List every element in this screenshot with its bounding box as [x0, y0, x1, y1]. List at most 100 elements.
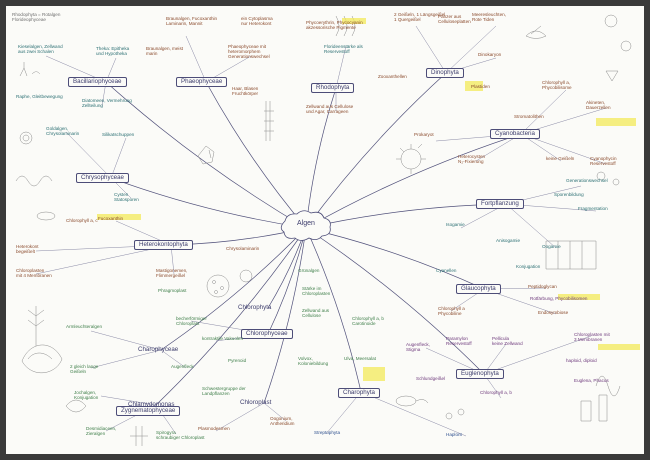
note: Prokaryot [414, 132, 434, 137]
sketch-chara [27, 306, 45, 346]
twig-line [90, 349, 162, 369]
sketch-cell-oval [36, 211, 56, 221]
note: Braunalgen, meist marin [146, 46, 184, 57]
note: Paramylon Reservestoff [446, 336, 472, 347]
node-rhodophyta: Rhodophyta [311, 83, 355, 93]
note: Chlorophyll a, b [480, 390, 512, 395]
note: Chlorophyll a, c [66, 218, 98, 223]
sketch-cell-chain [264, 101, 274, 141]
node-bacillariophyceae: Bacillariophyceae [68, 77, 127, 87]
highlight-mark [465, 81, 483, 91]
note: Phycoerythrin, Phycocyanin akzessorische… [306, 20, 363, 31]
note: Zooxanthellen [378, 74, 407, 79]
note: Anisogamie [496, 238, 521, 243]
note: Schlundgeißel [416, 376, 446, 381]
node-charophyceae: Charophyceae [138, 346, 179, 353]
note: Desmidiaceen, Zieralgen [86, 426, 117, 437]
note: haploid, diploid [566, 358, 597, 363]
node-chlorophyceae: Chlorophyceae [241, 329, 293, 339]
note: Volvox, Koloniebildung [298, 356, 329, 367]
note: Cysten Statosporen [114, 192, 139, 203]
sketch-illustrations [15, 14, 632, 446]
highlight-mark [596, 118, 636, 126]
note: Chlorophyll a Phycobiline [438, 306, 465, 317]
note: Pellicula keine Zellwand [492, 336, 523, 347]
highlight-mark [598, 344, 640, 350]
note: Augenfleck [171, 364, 194, 369]
twig-line [505, 203, 557, 249]
note: Meeresleuchten, Rote Tiden [472, 12, 506, 23]
note: Fragmentation [578, 206, 608, 211]
twig-line [100, 395, 157, 406]
note: Rotfärbung, Phycobilisomen [530, 296, 588, 301]
note: Rhodophyta = Rotalgen Florideophyceae [12, 12, 61, 23]
node-phaeophyceae: Phaeophyceae [176, 77, 228, 87]
note: Oogamie [542, 244, 561, 249]
branch-line [305, 227, 485, 375]
note: Schwestergruppe der Landpflanzen [202, 386, 246, 397]
note: Raphe, Gleitbewegung [16, 94, 63, 99]
note: Jochalgen, Konjugation [74, 390, 99, 401]
node-charophyta: Charophyta [338, 388, 380, 398]
sketch-fan [525, 25, 547, 39]
note: Chloroplasten mit 4 Membranen [16, 268, 52, 279]
note: Ulva, Meersalat [344, 356, 376, 361]
node-chlamydomonas: Chlamydomonas [128, 401, 175, 408]
note: Diatomeen, Vermehrung Zellteilung [82, 98, 132, 109]
sketch-cell-row [545, 240, 597, 270]
twig-line [263, 402, 287, 422]
note: Chrysolaminarin [226, 246, 260, 251]
highlight-mark [97, 214, 141, 220]
note: Cyanophycin Reservestoff [590, 156, 617, 167]
note: Euglena, Phacus [574, 378, 609, 383]
note: becherförmiger Chloroplast [176, 316, 207, 327]
note: Akineten, Dauerzellen [586, 100, 611, 111]
mind-map-sheet: Algen Rhodophyta Phaeophyceae Bacillario… [6, 6, 644, 454]
note: Plastiden [471, 84, 490, 89]
center-cloud [280, 210, 331, 241]
note: Endosymbiose [538, 310, 569, 315]
node-chrysophyceae: Chrysophyceae [76, 173, 129, 183]
center-node: Algen [297, 220, 315, 227]
note: kontraktile Vakuolen [202, 336, 244, 341]
note: Peptidoglycan [528, 284, 557, 289]
note: Spirogyra schraubiger Chloroplast [156, 430, 205, 441]
note: Generationswechsel [566, 178, 608, 183]
note: Zellwand aus Cellulose und Agar, Carrage… [306, 104, 354, 115]
note: Phaeophyceae mit heteromorphem Generatio… [228, 44, 270, 60]
note: Panzer aus Celluloseplatten [438, 14, 471, 25]
note: Augenfleck, Stigma [406, 342, 431, 353]
node-fortpflanzung: Fortpflanzung [476, 199, 524, 209]
note: Braunalgen, Fucoxanthin Laminarin, Manni… [166, 16, 218, 27]
note: keine Geißeln [546, 156, 575, 161]
note: Heterokont begeißelt [16, 244, 39, 255]
note: Fucoxanthin [98, 216, 124, 221]
node-chlorophyta: Chlorophyta [238, 304, 272, 311]
note: Zellwand aus Cellulose [302, 308, 330, 319]
note: Heterocysten N₂-Fixierung [458, 154, 486, 165]
note: Stromatolithen [514, 114, 544, 119]
sketch-desmid [65, 399, 87, 413]
twig-line [445, 25, 497, 74]
node-dinophyta: Dinophyta [426, 68, 464, 78]
sketch-spore [595, 375, 621, 397]
note: Chlorophyll a, b Carotinoide [352, 316, 384, 327]
twig-line [335, 45, 347, 89]
node-euglenophyta: Euglenophyta [456, 369, 504, 379]
twig-line [325, 391, 362, 435]
branch-line [110, 177, 307, 229]
node-zygnematophyceae: Zygnematophyceae [116, 406, 181, 416]
note: Plasmodesmen [198, 426, 230, 431]
note: Sporenbildung [554, 192, 584, 197]
note: Armleuchteralgen [66, 324, 103, 329]
note: Kieselalgen, Zellwand aus zwei Schalen [18, 44, 63, 55]
note: Haar, Blasen Fruchtkörper [232, 86, 259, 97]
branch-line [155, 227, 307, 406]
note: Phragmoplast [158, 288, 187, 293]
note: Chlorophyll a, Phycobilisome [542, 80, 572, 91]
twig-line [110, 137, 127, 179]
sketch-small-cells [445, 408, 465, 420]
branch-line [305, 133, 522, 229]
highlight-mark [558, 294, 600, 300]
note: Haplont [446, 432, 462, 437]
